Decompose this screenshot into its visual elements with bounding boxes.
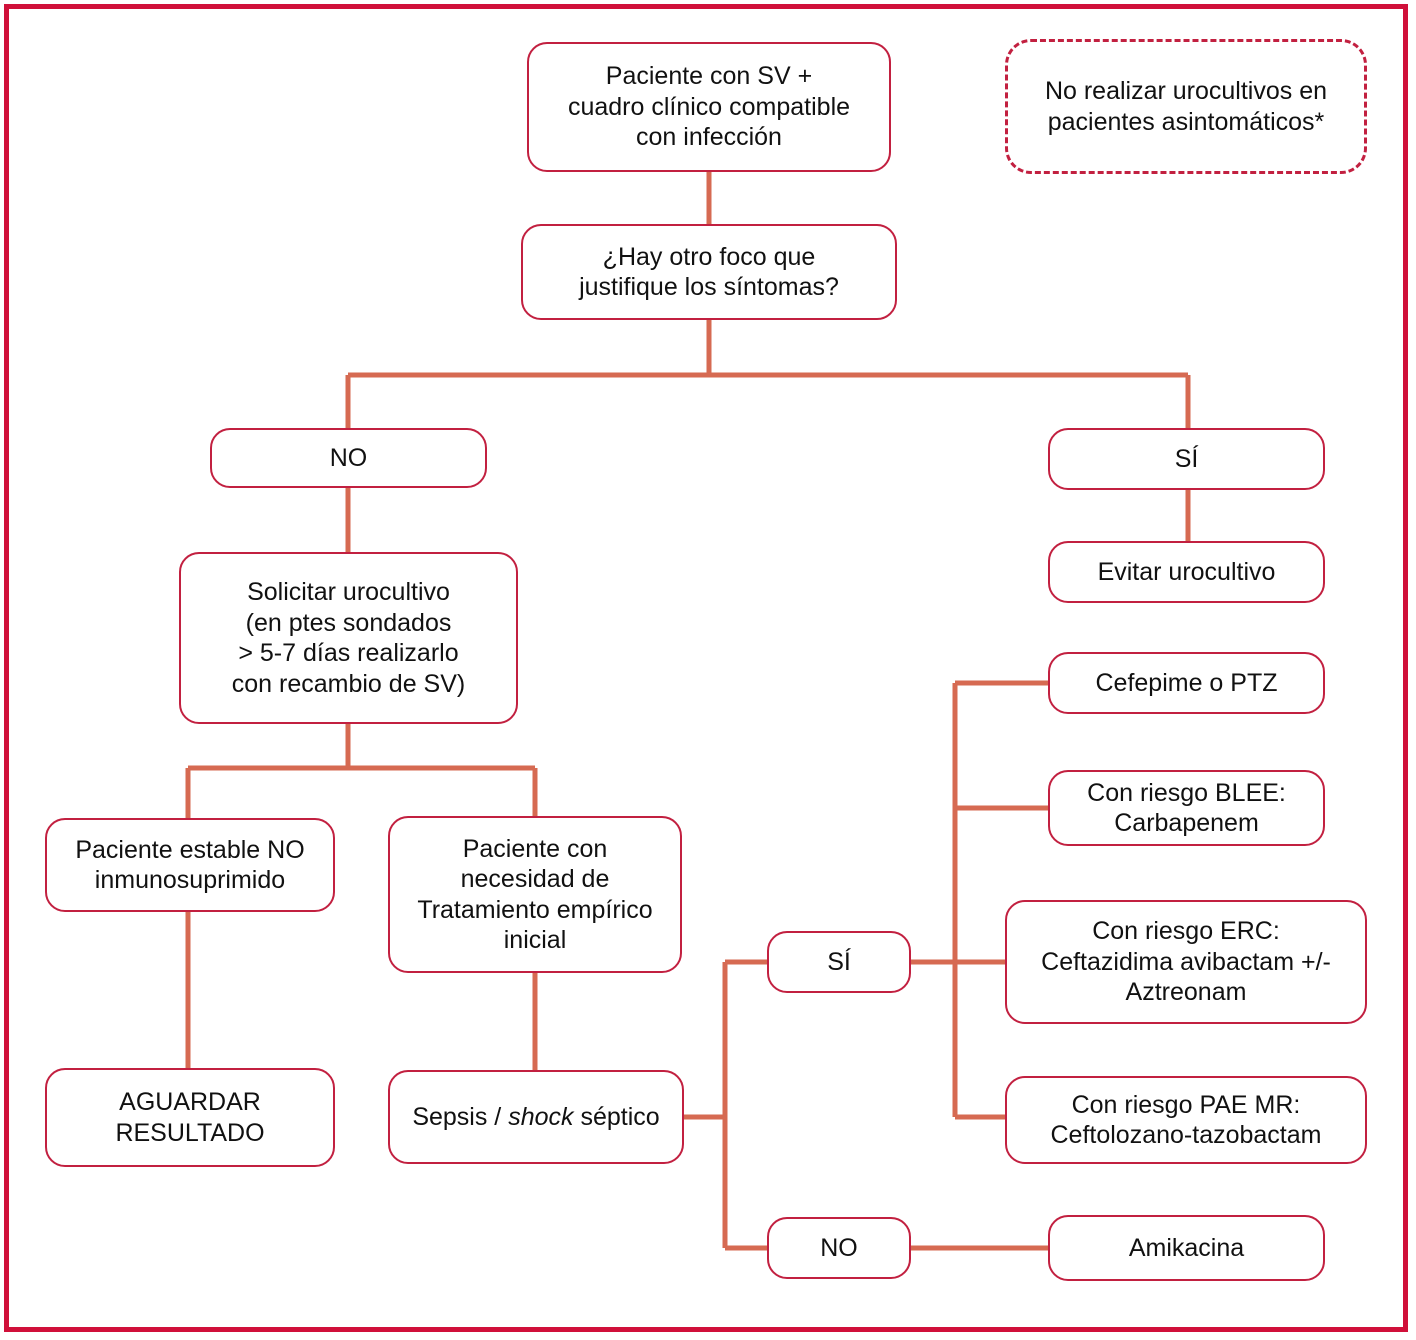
node-treatment-blee-label: Con riesgo BLEE: Carbapenem <box>1087 778 1286 838</box>
node-treatment-erc-label: Con riesgo ERC: Ceftazidima avibactam +/… <box>1041 917 1331 1007</box>
node-request-culture-label: Solicitar urocultivo (en ptes sondados >… <box>231 578 466 698</box>
node-request-culture[interactable]: Solicitar urocultivo (en ptes sondados >… <box>179 552 518 724</box>
node-note-label: No realizar urocultivos en pacientes asi… <box>1044 77 1328 136</box>
node-treatment-blee[interactable]: Con riesgo BLEE: Carbapenem <box>1048 770 1325 846</box>
node-sepsis-branch-si[interactable]: SÍ <box>767 931 911 993</box>
node-branch-si[interactable]: SÍ <box>1048 428 1325 490</box>
node-treatment-cefepime[interactable]: Cefepime o PTZ <box>1048 652 1325 714</box>
node-sepsis-label: Sepsis / shock séptico <box>412 1102 659 1133</box>
node-sepsis-branch-si-label: SÍ <box>827 947 851 976</box>
node-sepsis-label-emphasis: shock <box>508 1102 574 1131</box>
node-empiric-treatment-need[interactable]: Paciente con necesidad de Tratamiento em… <box>388 816 682 973</box>
node-stable-patient-label: Paciente estable NO inmunosuprimido <box>75 835 305 895</box>
node-await-result-label: AGUARDAR RESULTADO <box>115 1088 265 1147</box>
node-treatment-pae-mr[interactable]: Con riesgo PAE MR: Ceftolozano-tazobacta… <box>1005 1076 1367 1164</box>
node-question-label: ¿Hay otro foco que justifique los síntom… <box>579 242 839 302</box>
node-branch-no[interactable]: NO <box>210 428 487 488</box>
node-treatment-cefepime-label: Cefepime o PTZ <box>1095 668 1278 697</box>
node-await-result[interactable]: AGUARDAR RESULTADO <box>45 1068 335 1167</box>
node-treatment-amikacina-label: Amikacina <box>1128 1233 1245 1262</box>
node-sepsis-branch-no[interactable]: NO <box>767 1217 911 1279</box>
node-stable-patient[interactable]: Paciente estable NO inmunosuprimido <box>45 818 335 912</box>
node-start-label: Paciente con SV + cuadro clínico compati… <box>567 62 851 152</box>
node-branch-si-label: SÍ <box>1174 444 1199 473</box>
node-empiric-treatment-label: Paciente con necesidad de Tratamiento em… <box>417 834 653 955</box>
node-treatment-erc[interactable]: Con riesgo ERC: Ceftazidima avibactam +/… <box>1005 900 1367 1024</box>
node-sepsis-branch-no-label: NO <box>820 1233 858 1262</box>
node-note-asymptomatic[interactable]: No realizar urocultivos en pacientes asi… <box>1005 39 1367 174</box>
node-sepsis-label-post: séptico <box>573 1102 660 1131</box>
node-treatment-amikacina[interactable]: Amikacina <box>1048 1215 1325 1281</box>
node-avoid-culture[interactable]: Evitar urocultivo <box>1048 541 1325 603</box>
node-branch-no-label: NO <box>329 443 368 472</box>
node-question-other-focus[interactable]: ¿Hay otro foco que justifique los síntom… <box>521 224 897 320</box>
node-avoid-culture-label: Evitar urocultivo <box>1097 557 1276 586</box>
node-start[interactable]: Paciente con SV + cuadro clínico compati… <box>527 42 891 172</box>
node-treatment-pae-label: Con riesgo PAE MR: Ceftolozano-tazobacta… <box>1050 1090 1322 1150</box>
node-sepsis-label-pre: Sepsis / <box>412 1102 509 1131</box>
node-sepsis-septic-shock[interactable]: Sepsis / shock séptico <box>388 1070 684 1164</box>
